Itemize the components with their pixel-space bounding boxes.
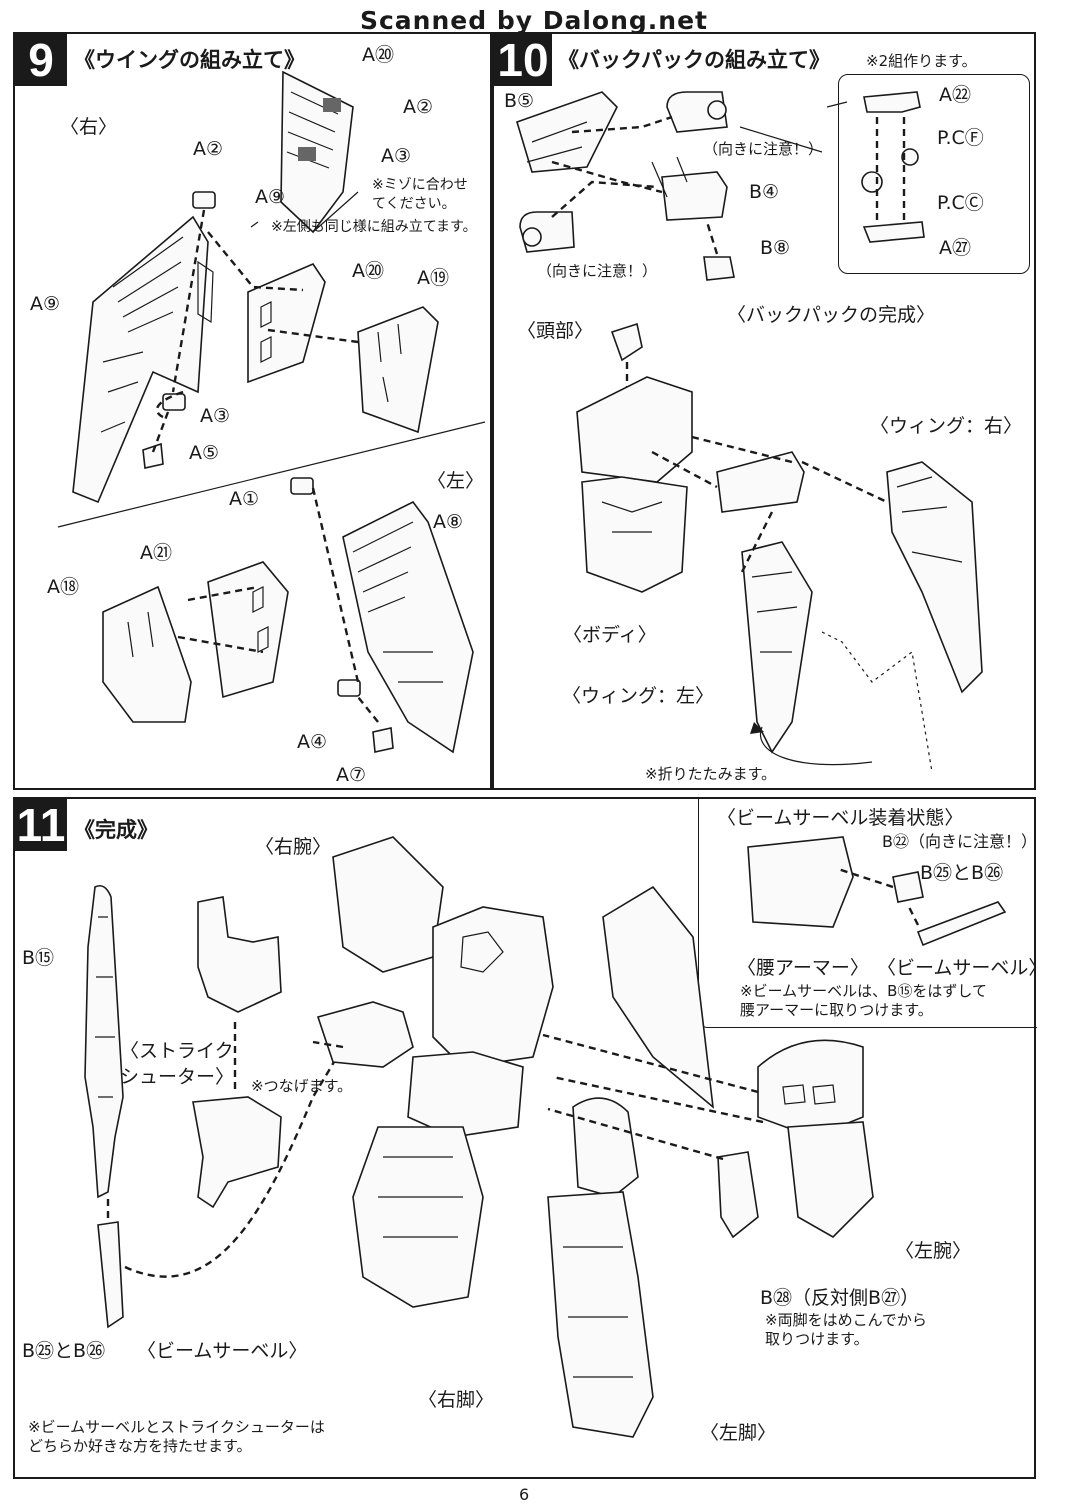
- step9-left-label: 〈左〉: [427, 470, 485, 492]
- step10-inset-note: ※2組作ります。: [866, 52, 977, 70]
- step10-inset-part-pcc: P.CⒸ: [937, 192, 984, 214]
- step11-part-b15: B⑮: [22, 947, 55, 969]
- scan-watermark: Scanned by Dalong.net: [359, 6, 708, 35]
- step9-part-a19: A⑲: [417, 267, 449, 289]
- step9-part-a18: A⑱: [47, 576, 79, 598]
- step11-hold-note: ※ビームサーベルとストライクシューターは どちらか好きな方を持たせます。: [28, 1418, 325, 1455]
- step11-number: 11: [15, 799, 67, 851]
- step11-waist-armor-label: 〈腰アーマー〉: [737, 957, 869, 979]
- step9-number: 9: [15, 34, 67, 86]
- step11-saber-note: ※ビームサーベルは、B⑮をはずして 腰アーマーに取りつけます。: [740, 982, 987, 1019]
- step9-part-a7: A⑦: [336, 764, 367, 786]
- step9-part-a1: A①: [229, 488, 260, 510]
- step10-inset-part-a22: A㉒: [939, 84, 971, 106]
- step11-b25-b26-bottom: B㉕とB㉖: [22, 1340, 106, 1362]
- step9-note-groove: ※ミゾに合わせ てください。: [372, 177, 468, 212]
- step11-beam-saber-top-label: 〈ビームサーベル〉: [877, 957, 1048, 979]
- step9-part-a2: A②: [193, 138, 224, 160]
- step9-part-a2-top: A②: [403, 96, 434, 118]
- step10-wing-left-label: 〈ウィング：左〉: [562, 685, 715, 707]
- step10-inset-part-pcf: P.CⒻ: [937, 127, 984, 149]
- step10-title: 《バックパックの組み立て》: [558, 48, 830, 72]
- step11-b28-label: B㉘（反対側B㉗）: [760, 1287, 920, 1309]
- step10-number: 10: [494, 34, 552, 86]
- step9-part-a9: A⑨: [30, 293, 61, 315]
- step10-inset-part-a27: A㉗: [939, 237, 971, 259]
- step10-illustration: [516, 91, 983, 773]
- step11-b25-b26-top: B㉕とB㉖: [920, 862, 1004, 884]
- step11-strike-shooter-label: 〈ストライク シューター〉: [120, 1040, 235, 1088]
- step9-panel: [13, 32, 492, 790]
- step9-illustration: [57, 70, 486, 754]
- step11-illustration: [84, 836, 1007, 1438]
- step9-part-a3: A③: [200, 405, 231, 427]
- step10-caution-top: （向きに注意！）: [703, 140, 824, 158]
- step10-body-label: 〈ボディ〉: [563, 624, 657, 646]
- step11-panel: [13, 797, 1036, 1479]
- step11-left-leg-label: 〈左脚〉: [700, 1422, 777, 1444]
- step11-left-arm-label: 〈左腕〉: [895, 1240, 972, 1262]
- step10-caution-bottom: （向きに注意！）: [537, 262, 658, 280]
- step9-title: 《ウイングの組み立て》: [74, 48, 305, 72]
- step10-head-label: 〈頭部〉: [517, 320, 594, 342]
- step11-title: 《完成》: [74, 818, 158, 842]
- step11-inset-box: [698, 797, 1037, 1028]
- step9-part-a21: A㉑: [140, 542, 172, 564]
- step10-part-b4: B④: [749, 181, 780, 203]
- step10-part-b8: B⑧: [760, 237, 791, 259]
- step10-fold-note: ※折りたたみます。: [645, 765, 777, 783]
- step9-part-a5: A⑤: [189, 442, 220, 464]
- step10-wing-right-label: 〈ウィング：右〉: [870, 415, 1023, 437]
- step11-beam-saber-bottom-label: 〈ビームサーベル〉: [137, 1340, 308, 1362]
- step10-complete-label: 〈バックパックの完成〉: [727, 304, 936, 326]
- step10-panel: [492, 32, 1036, 790]
- step9-part-a4: A④: [297, 731, 328, 753]
- step9-right-label: 〈右〉: [60, 116, 118, 138]
- step11-right-leg-label: 〈右脚〉: [418, 1389, 495, 1411]
- step10-inset-box: [838, 74, 1030, 274]
- step10-part-b5: B⑤: [504, 90, 535, 112]
- step9-note-same: ※左側も同じ様に組み立てます。: [271, 219, 477, 235]
- step11-connect-note: ※つなげます。: [251, 1077, 353, 1095]
- step11-b22-caution: B㉒（向きに注意！）: [882, 832, 1037, 851]
- page-number: 6: [519, 1485, 530, 1504]
- step11-beam-saber-mount-label: 〈ビームサーベル装着状態〉: [717, 807, 964, 829]
- step9-part-a9-top: A⑨: [255, 186, 286, 208]
- step11-legs-note: ※両脚をはめこんでから 取りつけます。: [765, 1311, 927, 1348]
- step9-part-a20-top: A⑳: [362, 44, 394, 66]
- step11-right-arm-label: 〈右腕〉: [255, 836, 332, 858]
- step9-part-a20: A⑳: [352, 260, 384, 282]
- step9-part-a8: A⑧: [433, 511, 464, 533]
- step9-part-a3-top: A③: [381, 145, 412, 167]
